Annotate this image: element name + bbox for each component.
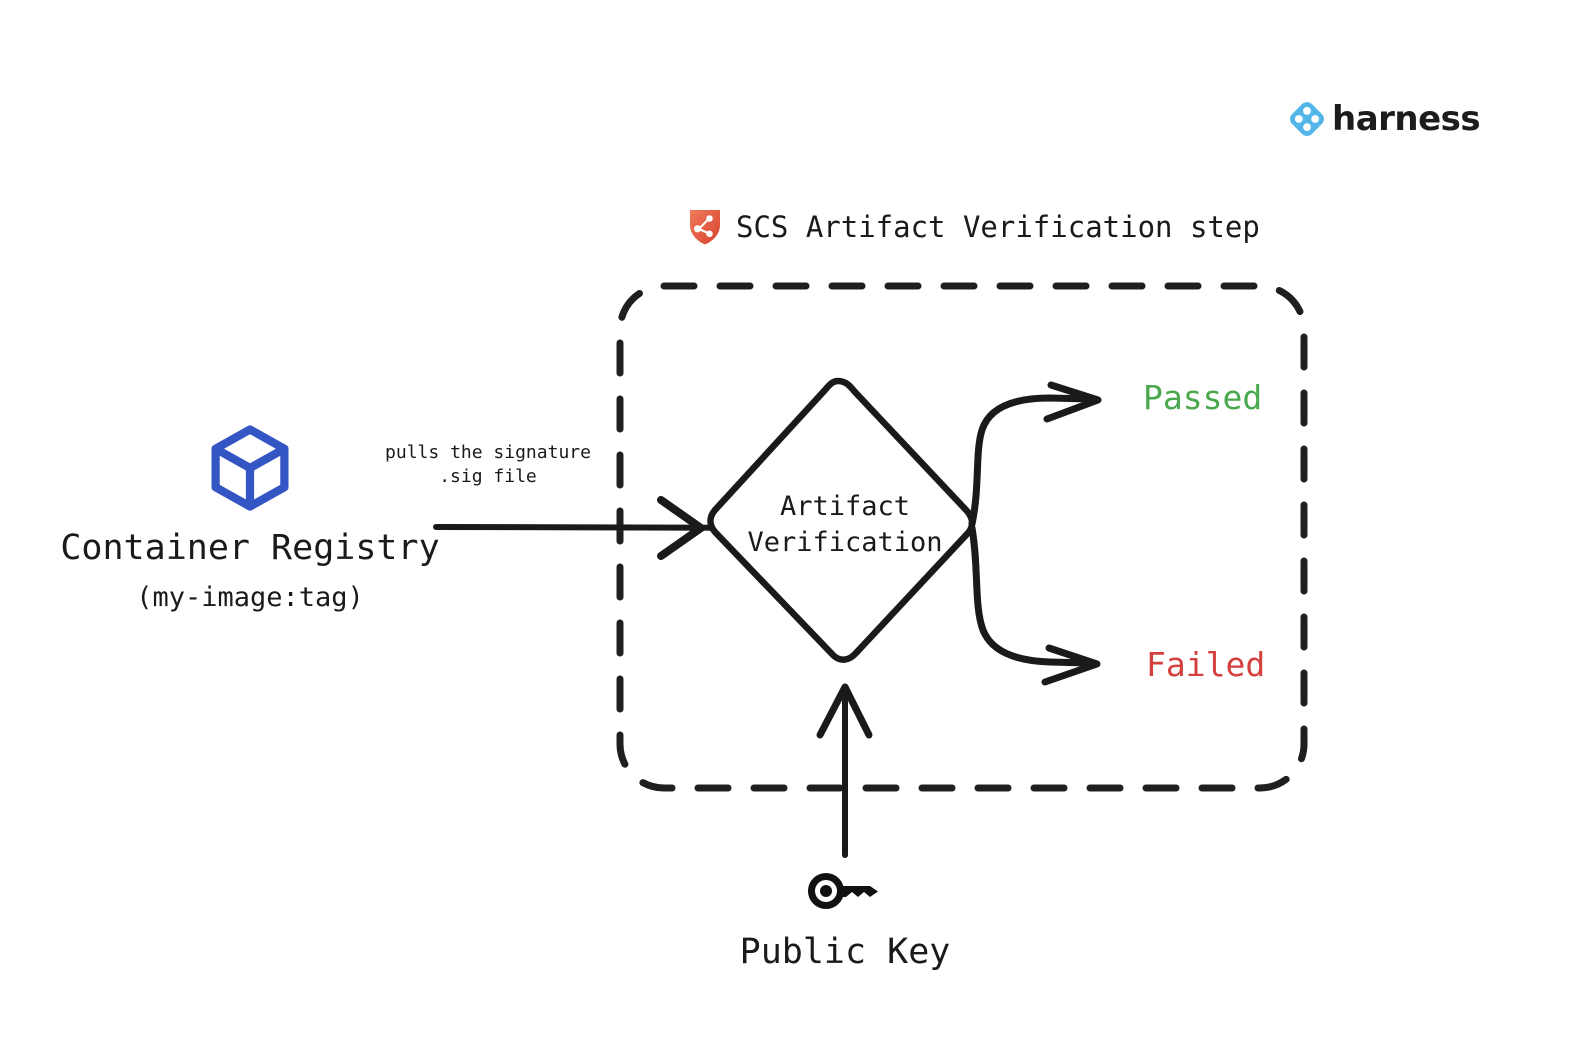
decision-node-label: Artifact Verification [700, 489, 990, 561]
step-title-text: SCS Artifact Verification step [736, 210, 1260, 244]
public-key-node: Public Key [690, 866, 1000, 972]
pull-signature-annotation: pulls the signature .sig file [368, 441, 608, 490]
container-registry-label: Container Registry [60, 528, 440, 568]
edge-decision-to-failed [968, 524, 1101, 686]
pull-annotation-line2: .sig file [439, 466, 537, 488]
container-cube-icon [211, 425, 289, 511]
step-title: SCS Artifact Verification step [688, 208, 1260, 246]
decision-label-line1: Artifact [779, 491, 911, 522]
pull-annotation-line1: pulls the signature [385, 442, 591, 463]
harness-wordmark: harness [1332, 99, 1481, 139]
harness-diamond-icon [1290, 102, 1324, 136]
edge-publickey-to-decision [816, 683, 873, 858]
container-registry-node: Container Registry (my-image:tag) [50, 424, 450, 613]
container-registry-tag: (my-image:tag) [136, 582, 364, 613]
outcome-failed-label: Failed [1146, 645, 1266, 684]
key-icon [808, 873, 878, 909]
harness-logo: harness [1288, 99, 1481, 139]
public-key-label: Public Key [739, 932, 951, 972]
scs-shield-icon [690, 210, 720, 245]
outcome-passed-label: Passed [1143, 378, 1263, 417]
edge-decision-to-passed [968, 381, 1102, 528]
decision-label-line2: Verification [747, 526, 943, 558]
